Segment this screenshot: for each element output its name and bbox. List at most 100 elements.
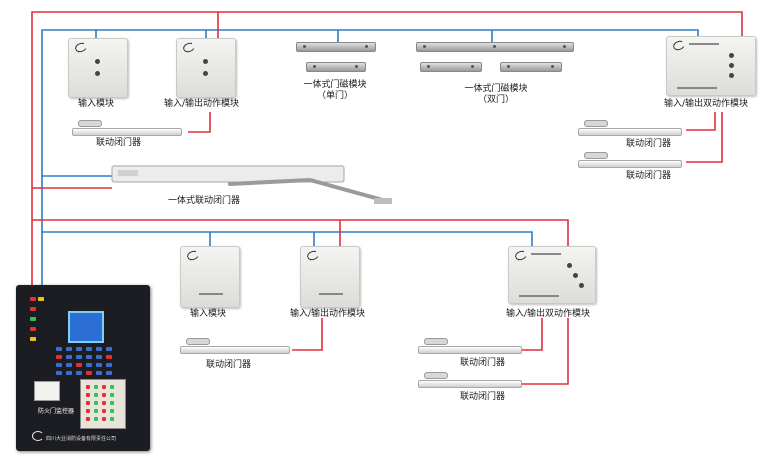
bottom-blue-bus [42,231,533,248]
bottom-dual-to-closer-2 [522,318,569,385]
keypad-key [56,355,62,359]
dual-io-module-bottom [508,246,596,304]
keypad-key [96,347,102,351]
door-closer-right-1 [578,120,682,136]
keypad-key [76,371,82,375]
closer-arm-icon [78,120,102,127]
right-dual-to-closer-1 [686,112,716,131]
maglock-double-keeper-right [500,62,562,72]
closer-arm-icon [584,120,608,127]
keypad-key [86,363,92,367]
indicator-led-icon [579,283,584,288]
status-led-icon [30,297,36,301]
maglock-single-text: 一体式门磁模块 （单门） [303,80,367,101]
keypad-key [66,355,72,359]
maglock-double-label: 一体式门磁模块 （双门） [458,84,534,106]
closer-arm-icon [584,152,608,159]
keypad-key [96,355,102,359]
io-module-bottom-label: 输入/输出动作模块 [290,309,366,319]
door-closer-right-2 [578,152,682,168]
closer-top-left-label: 联动闭门器 [96,138,142,148]
keypad-key [96,371,102,375]
closer-right-2-label: 联动闭门器 [626,171,672,181]
company-logo-icon [671,39,687,52]
maglock-single-label: 一体式门磁模块 （单门） [300,80,370,102]
door-closer-top-left [72,120,182,136]
panel-logo-icon [32,431,44,441]
keypad-key [76,355,82,359]
keypad-key [56,371,62,375]
keypad-key [76,363,82,367]
company-logo-icon [181,41,197,54]
integrated-closer [111,165,392,204]
door-closer-bottom-mid [180,338,290,354]
keypad-key [66,363,72,367]
panel-manufacturer: 四川大业消防设备有限责任公司 [46,436,117,442]
indicator-led-icon [567,263,572,268]
keypad-key [66,347,72,351]
indicator-led-icon [95,59,100,64]
status-led-icon [30,317,36,321]
closer-bottom-right-1-label: 联动闭门器 [460,358,506,368]
integrated-closer-label: 一体式联动闭门器 [168,196,241,206]
maglock-double-keeper-left [420,62,482,72]
closer-arm-icon [186,338,210,345]
input-module-top-label: 输入模块 [78,99,115,109]
door-closer-bottom-right-1 [418,338,522,354]
indicator-led-icon [203,59,208,64]
status-led-icon [30,307,36,311]
keypad-key [86,347,92,351]
dual-io-top-label: 输入/输出双动作模块 [664,99,749,109]
door-closer-bottom-right-2 [418,372,522,388]
closer-right-1-label: 联动闭门器 [626,139,672,149]
keypad-key [76,347,82,351]
indicator-led-icon [95,71,100,76]
keypad-key [86,371,92,375]
dual-io-module-top [666,36,756,96]
bottom-io-to-closer [292,318,323,351]
keypad-key [106,355,112,359]
input-module-bottom-label: 输入模块 [190,309,227,319]
status-led-icon [30,327,36,331]
keypad-key [56,363,62,367]
indicator-led-icon [203,71,208,76]
keypad-key [56,347,62,351]
indicator-led-icon [729,73,734,78]
maglock-single-bar [296,42,376,52]
keypad-key [106,363,112,367]
closer-arm-icon [424,338,448,345]
keypad-key [96,363,102,367]
power-meter [34,381,60,401]
io-module-bottom [300,246,360,308]
indicator-led-icon [573,273,578,278]
status-led-icon [38,297,44,301]
keypad-key [86,355,92,359]
closer-bottom-mid-label: 联动闭门器 [206,360,252,370]
top-blue-bus [41,29,699,300]
bottom-dual-to-closer-1 [522,318,543,351]
io-module-top-label: 输入/输出动作模块 [164,99,240,109]
io-module-top [176,38,236,98]
lcd-screen [68,311,104,343]
right-dual-to-closer-2 [686,112,723,163]
maglock-double-text: 一体式门磁模块 （双门） [464,84,528,105]
status-led-icon [30,337,36,341]
dual-io-bottom-label: 输入/输出双动作模块 [506,309,591,319]
closer-bottom-right-2-label: 联动闭门器 [460,392,506,402]
top-io-to-closer [188,112,211,133]
top-red-bus [31,11,743,300]
keypad-key [106,347,112,351]
closer-arm-icon [424,372,448,379]
company-logo-icon [513,249,529,262]
keypad-key [106,371,112,375]
keypad-key [66,371,72,375]
panel-name: 防火门监控器 [38,408,75,415]
maglock-single-keeper [306,62,366,72]
indicator-led-icon [729,53,734,58]
input-module-bottom [180,246,240,308]
maglock-double-bar [416,42,574,52]
company-logo-icon [73,41,89,54]
indicator-led-icon [729,63,734,68]
bottom-red-bus [32,219,569,246]
